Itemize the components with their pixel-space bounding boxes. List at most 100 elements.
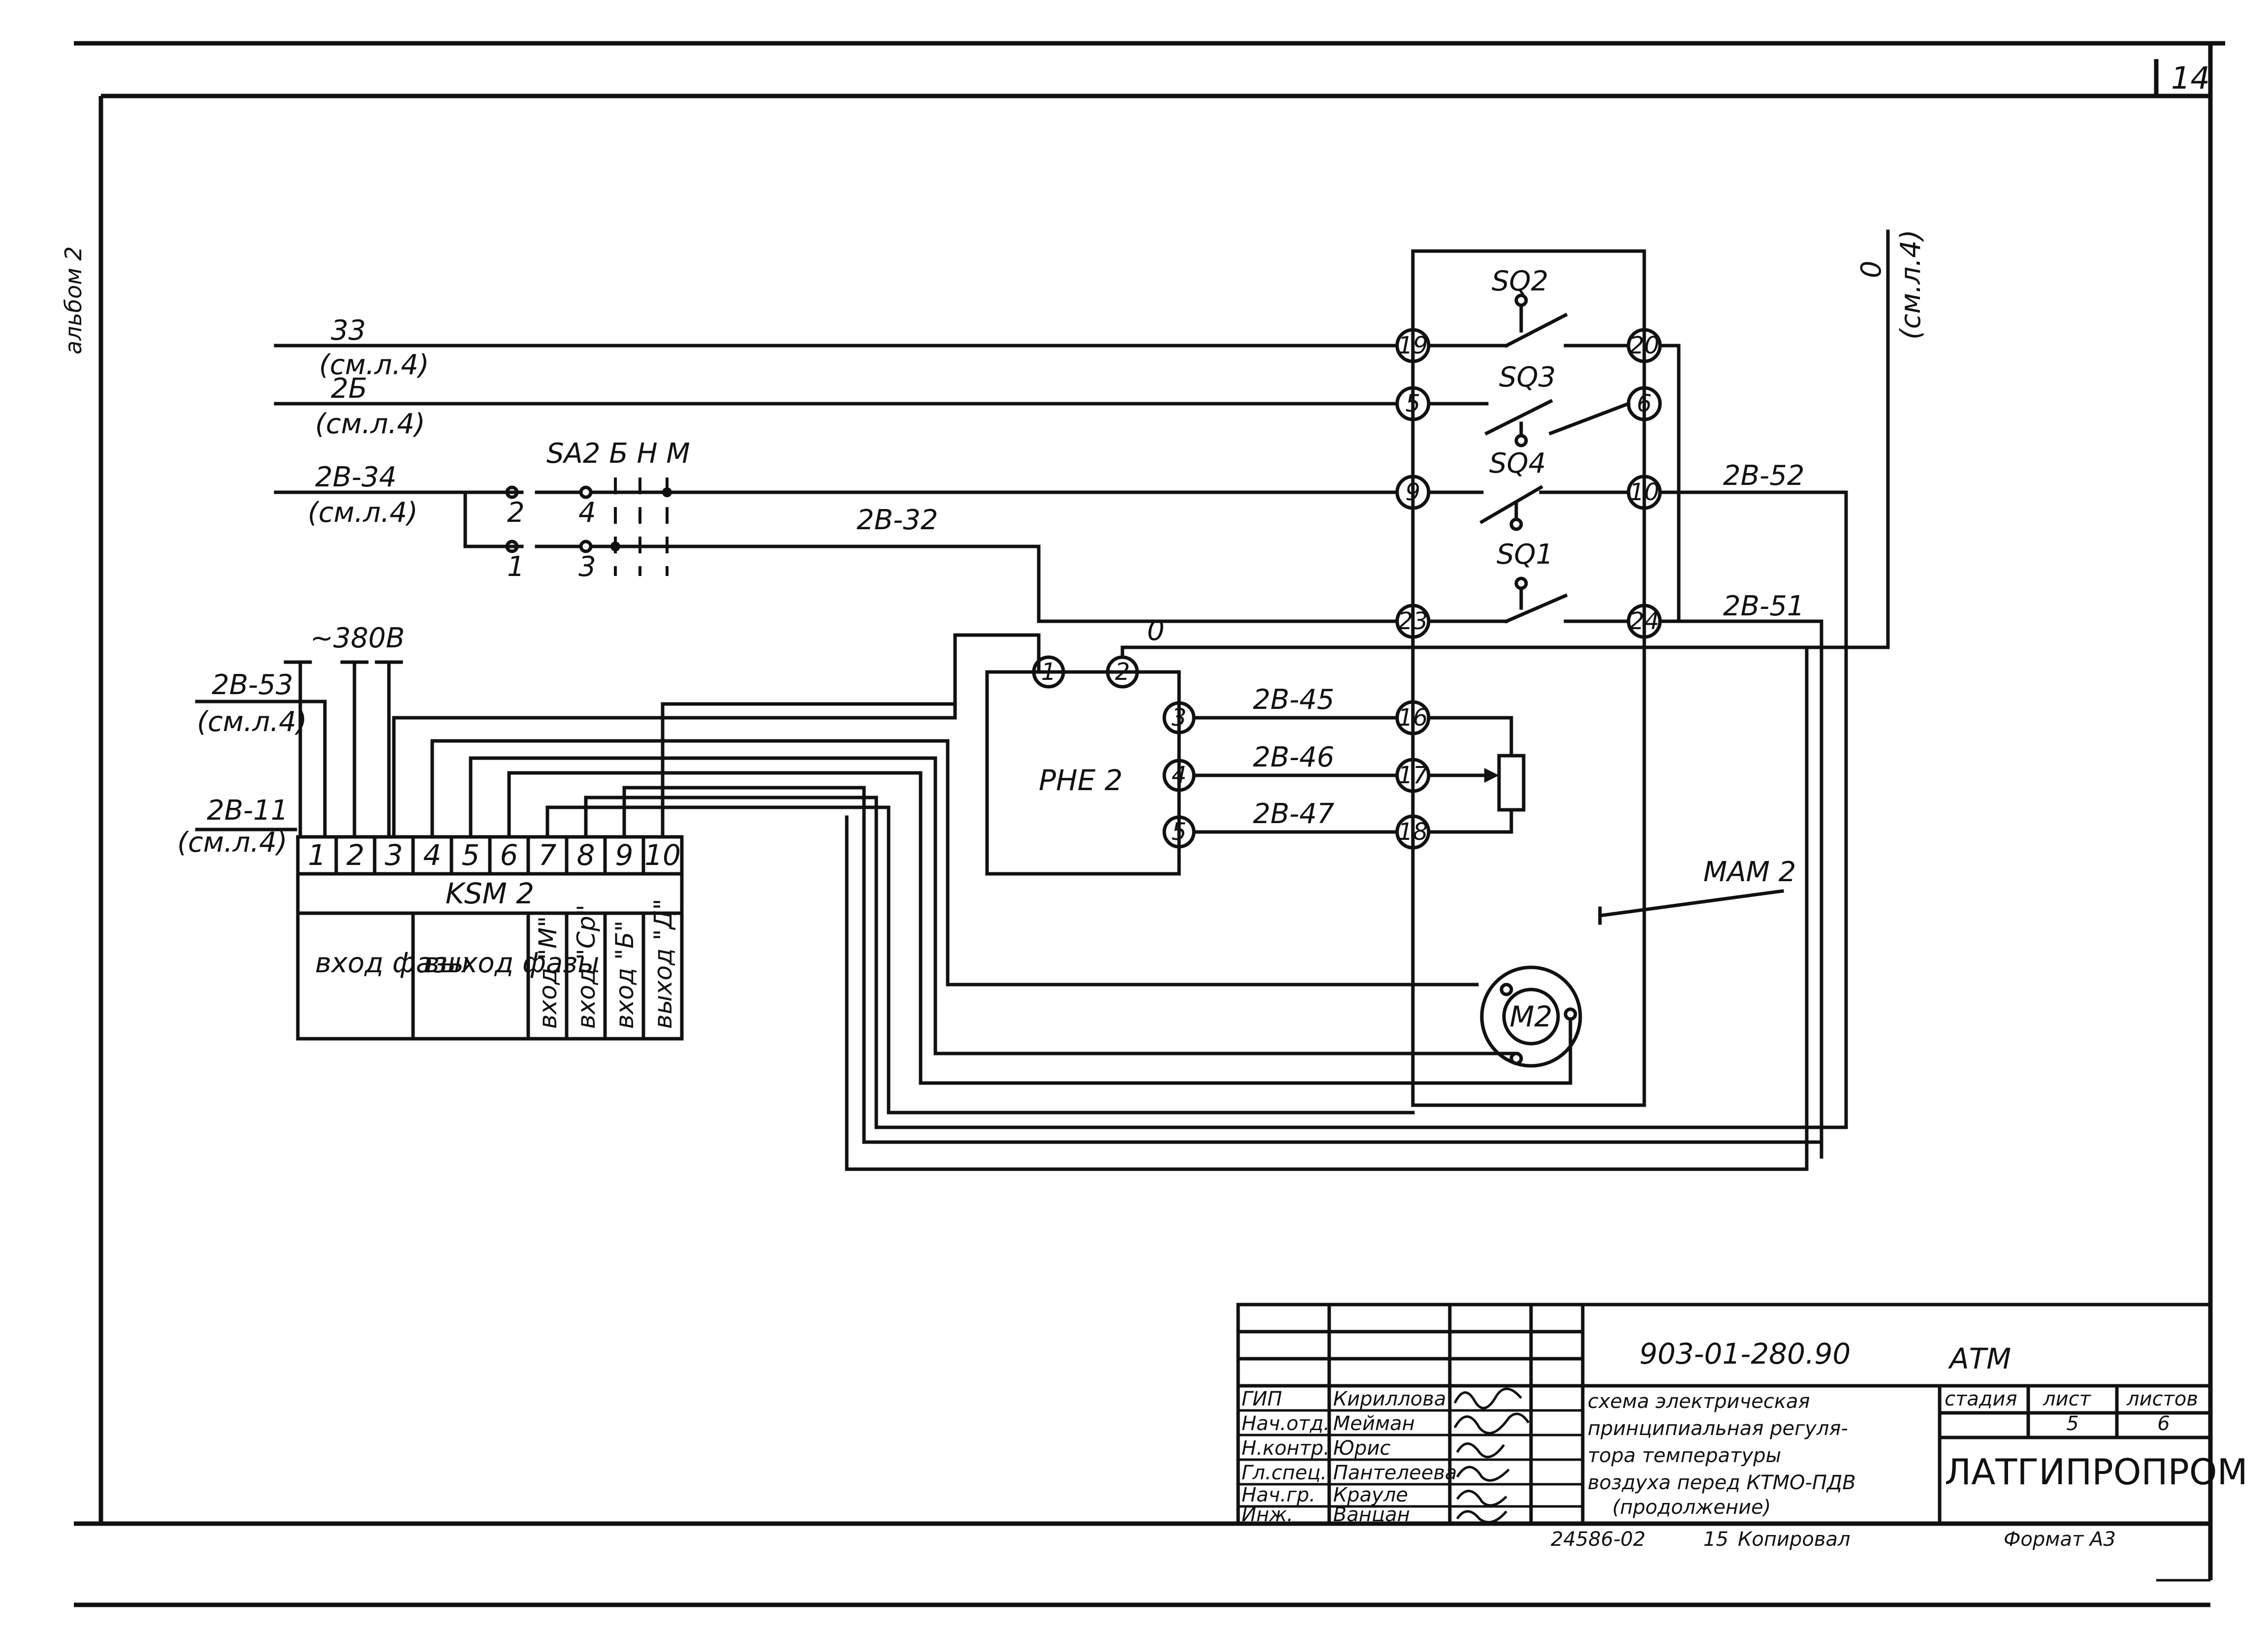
page-number: 14 — [2171, 60, 2210, 96]
ksm-pin-3: 3 — [385, 838, 403, 872]
ksm-pin-1: 1 — [308, 838, 326, 872]
mam2-label: МАМ 2 — [1703, 856, 1796, 888]
format-label: Формат А3 — [2004, 1528, 2116, 1551]
wire-2v34-label: 2В-34 — [315, 461, 397, 493]
bottom-code: 24586-02 — [1551, 1528, 1646, 1551]
sa2-label: SA2 Б Н М — [546, 438, 690, 470]
ksm-out-phases: выход фазы — [423, 947, 599, 979]
terminal-18: 18 — [1398, 818, 1428, 846]
ksm-out-d: выход "Д" — [649, 898, 677, 1029]
rne-terminal-5: 5 — [1172, 818, 1187, 846]
title-line-3: тора температуры — [1588, 1444, 1781, 1467]
name-4: Крауле — [1333, 1484, 1408, 1506]
ksm-pin-2: 2 — [347, 838, 365, 872]
wire-2b-label: 2Б — [331, 373, 367, 405]
terminal-16: 16 — [1398, 704, 1428, 732]
sa2-contact-3: 3 — [578, 551, 596, 583]
bottom-number: 15 — [1703, 1528, 1728, 1551]
sq3-label: SQ3 — [1499, 361, 1556, 393]
name-5: Ванцан — [1333, 1503, 1410, 1526]
terminal-6: 6 — [1637, 390, 1652, 417]
motor-label: М2 — [1510, 1000, 1553, 1033]
ksm2-block — [296, 835, 684, 1041]
rne-terminal-3: 3 — [1172, 704, 1187, 732]
wire-2v32-label: 2В-32 — [857, 504, 938, 536]
wire-33-ref: (см.л.4) — [319, 349, 429, 381]
ksm-pin-6: 6 — [500, 838, 518, 872]
title-line-4: воздуха перед КТМО-ПДВ — [1588, 1471, 1856, 1494]
wire-2v11-label: 2В-11 — [207, 795, 288, 827]
ksm-pin-7: 7 — [539, 838, 557, 872]
rne-terminal-1: 1 — [1041, 658, 1056, 686]
sa2-contact-4: 4 — [578, 497, 596, 529]
stage-label: стадия — [1945, 1388, 2017, 1410]
wire-2v51-label: 2В-51 — [1723, 590, 1805, 622]
wire-2v34-ref: (см.л.4) — [308, 497, 418, 529]
rne-terminal-4: 4 — [1172, 762, 1187, 789]
title-line-1: схема электрическая — [1588, 1390, 1810, 1413]
wire-33-label: 33 — [331, 315, 366, 347]
potentiometer — [1497, 754, 1526, 812]
role-3: Гл.спец. — [1242, 1462, 1327, 1484]
copied-label: Копировал — [1738, 1528, 1851, 1551]
ksm-wiring — [392, 633, 1848, 1171]
role-1: Нач.отд. — [1242, 1412, 1330, 1435]
terminal-19: 19 — [1398, 332, 1428, 359]
title-line-2: принципиальная регуля- — [1588, 1417, 1848, 1440]
signatures — [1453, 1387, 1530, 1524]
ksm-in-sr: вход "Ср" — [572, 904, 601, 1029]
role-4: Нач.гр. — [1242, 1484, 1315, 1506]
terminal-23: 23 — [1398, 607, 1428, 635]
wire-2v53-ref: (см.л.4) — [197, 706, 307, 738]
name-2: Юрис — [1333, 1437, 1391, 1460]
sa2-contact-1: 1 — [507, 551, 525, 583]
terminal-17: 17 — [1398, 762, 1428, 789]
voltage-label: ~380В — [310, 622, 405, 654]
name-1: Мейман — [1333, 1412, 1415, 1435]
wire-2v53-label: 2В-53 — [212, 669, 293, 701]
sq1-label: SQ1 — [1497, 539, 1553, 571]
terminal-9: 9 — [1406, 479, 1421, 506]
org-name: ЛАТГИПРОПРОМ — [1945, 1451, 2248, 1493]
ksm-pin-9: 9 — [615, 838, 634, 872]
wire-2v11-ref: (см.л.4) — [177, 827, 287, 859]
terminal-20: 20 — [1629, 332, 1659, 359]
terminal-5: 5 — [1406, 390, 1421, 417]
album-label: альбом 2 — [60, 246, 87, 354]
wire-2v47-label: 2В-47 — [1253, 798, 1335, 830]
wire-0-right-ref: (см.л.4) — [1895, 229, 1927, 340]
wire-0-label: 0 — [1147, 615, 1165, 647]
sheets-value: 6 — [2157, 1412, 2170, 1435]
rne-terminal-2: 2 — [1115, 658, 1130, 686]
ksm-pin-10: 10 — [644, 838, 681, 872]
wire-2v52-label: 2В-52 — [1723, 460, 1805, 492]
wire-0-right-label: 0 — [1855, 260, 1887, 278]
sheets-label: листов — [2126, 1388, 2198, 1410]
limit-switch-block — [1411, 249, 1646, 1107]
title-line-5: (продолжение) — [1612, 1496, 1771, 1519]
role-0: ГИП — [1242, 1388, 1282, 1410]
sheet-frame — [74, 41, 2225, 1607]
wire-2v46-label: 2В-46 — [1253, 741, 1335, 773]
sq4-label: SQ4 — [1489, 447, 1546, 479]
ksm-in-phases: вход фазы — [315, 947, 469, 979]
wire-2b-ref: (см.л.4) — [315, 408, 425, 440]
sheet-value: 5 — [2066, 1412, 2078, 1435]
ksm-in-m: вход "М" — [534, 916, 562, 1029]
ksm-pin-8: 8 — [577, 838, 595, 872]
sa2-contact-2: 2 — [507, 497, 525, 529]
name-3: Пантелеева — [1333, 1462, 1457, 1484]
motor-outer — [1480, 965, 1582, 1068]
wire-2v45-label: 2В-45 — [1253, 684, 1335, 716]
terminal-10: 10 — [1629, 479, 1659, 506]
doc-code: 903-01-280.90 — [1639, 1337, 1851, 1371]
title-block — [1236, 1303, 2212, 1526]
doc-section: АТМ — [1948, 1342, 2011, 1375]
sq2-label: SQ2 — [1492, 265, 1548, 297]
rne2-label: РНЕ 2 — [1039, 764, 1123, 797]
ksm-pin-4: 4 — [423, 838, 442, 872]
ksm-title: KSM 2 — [446, 877, 534, 910]
role-5: Инж. — [1242, 1503, 1293, 1526]
sheet-label: лист — [2043, 1388, 2092, 1410]
